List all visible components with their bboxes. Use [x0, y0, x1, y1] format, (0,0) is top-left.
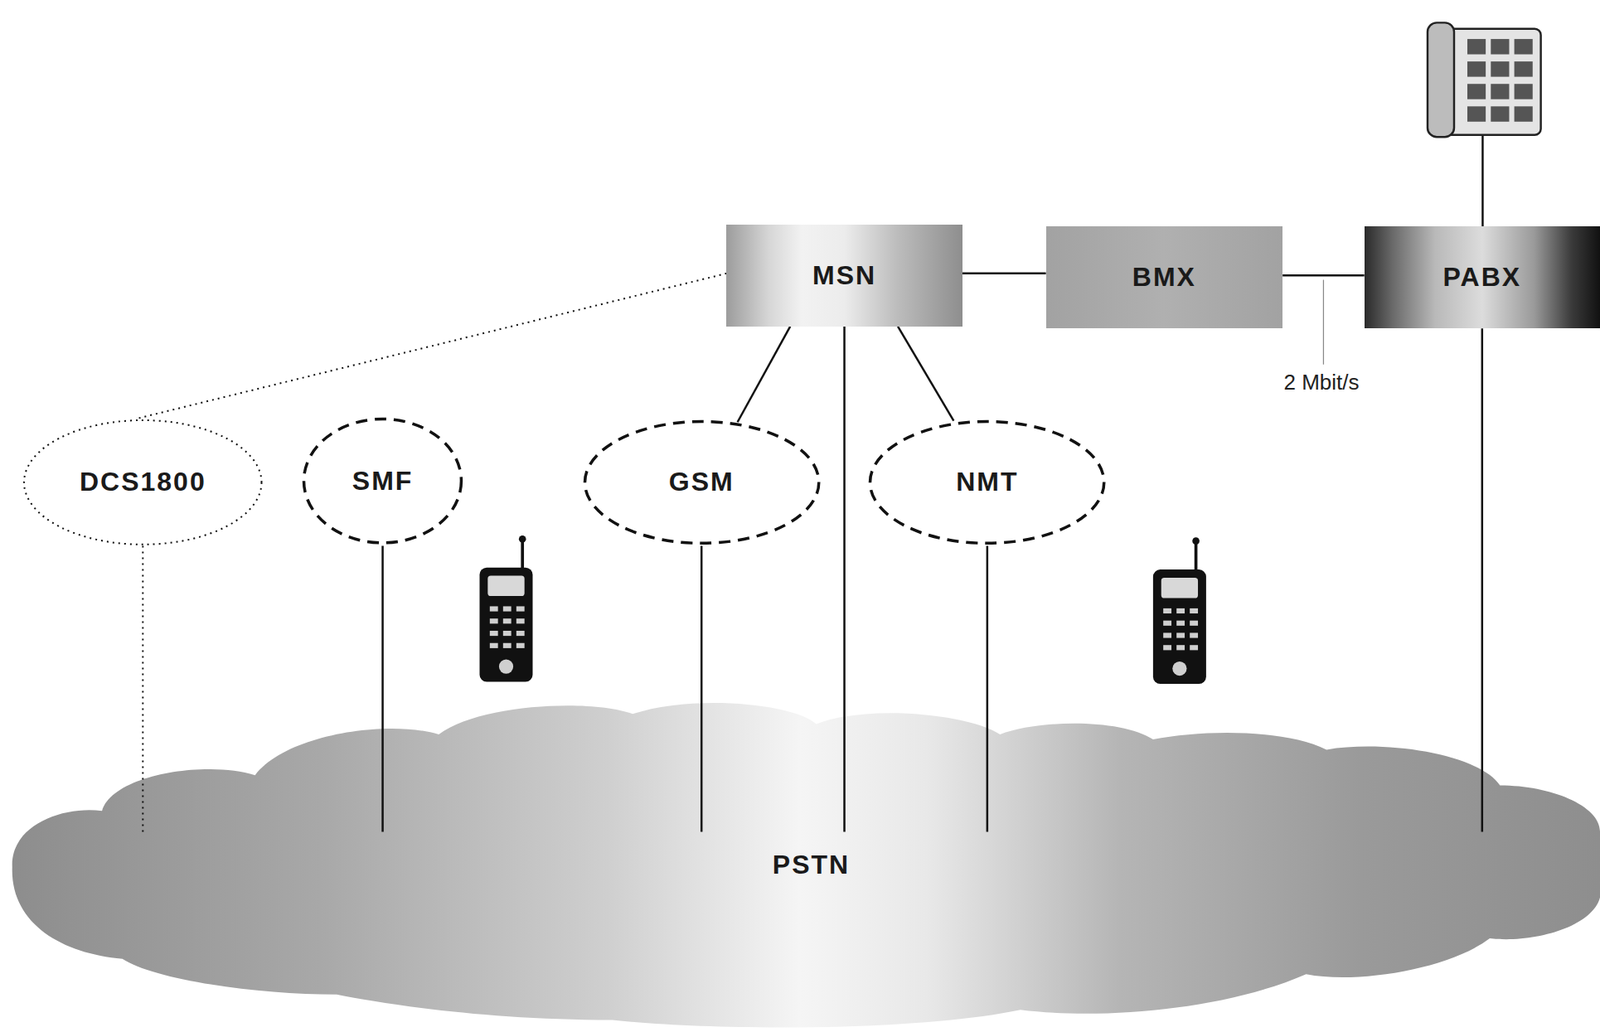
node-label: DCS1800: [79, 466, 207, 498]
network-ellipse: SMF: [300, 416, 465, 546]
ellipse-outline: [304, 419, 462, 544]
pabx-box: PABX: [1364, 226, 1600, 329]
connector-line: [962, 272, 1047, 276]
connector-line: [1481, 328, 1484, 832]
mobile-phone-icon: [480, 535, 534, 683]
ellipse-outline: [870, 421, 1105, 544]
ellipse-outline: [584, 421, 819, 544]
switch-box: MSN: [726, 224, 962, 327]
connector-line: [737, 326, 791, 422]
phone-wire: [1481, 135, 1484, 228]
connector-line: [986, 545, 990, 832]
network-ellipse: DCS1800: [22, 418, 263, 547]
leader-line: [1323, 280, 1324, 365]
node-label: NMT: [955, 466, 1019, 498]
connector-line: [1282, 274, 1364, 277]
mobile-phone-icon: [1153, 537, 1207, 684]
exchange-box: BMX: [1046, 226, 1284, 329]
network-ellipse: GSM: [581, 418, 822, 547]
node-label: MSN: [812, 260, 877, 291]
cloud-shape: [12, 703, 1600, 1028]
bitrate-label: 2 Mbit/s: [1283, 370, 1359, 396]
label-wrap: 2 Mbit/s: [1283, 370, 1359, 396]
desk-phone-icon: [1427, 22, 1542, 137]
network-ellipse: NMT: [867, 418, 1107, 547]
node-label: PABX: [1443, 261, 1523, 293]
node-label: BMX: [1132, 261, 1197, 293]
connector-line: [897, 326, 954, 422]
connector-line: [381, 546, 384, 833]
connector-line: [700, 545, 704, 832]
connector-line: [138, 273, 728, 419]
network-cloud: PSTN: [0, 703, 1600, 1032]
node-label: GSM: [669, 466, 735, 498]
ellipse-outline: [24, 420, 262, 545]
node-label: PSTN: [772, 849, 850, 881]
connector-line: [843, 326, 846, 833]
node-label: SMF: [352, 465, 414, 497]
